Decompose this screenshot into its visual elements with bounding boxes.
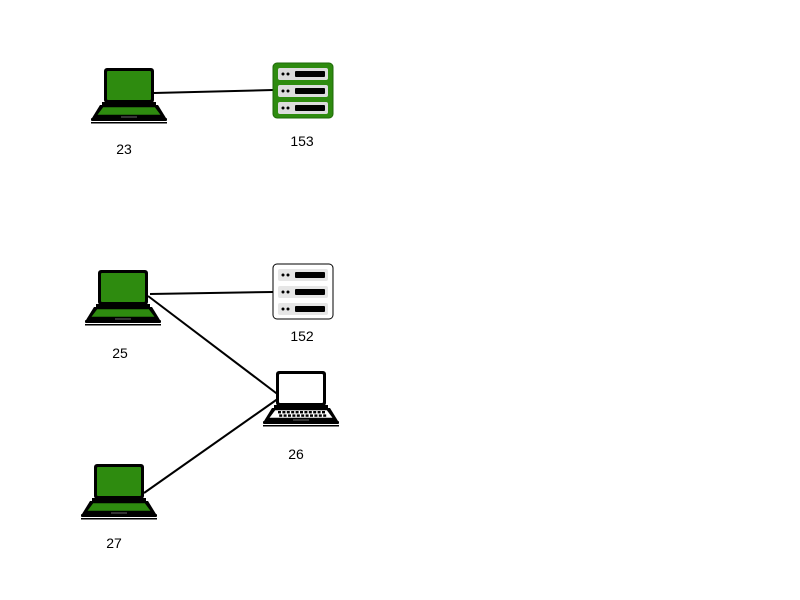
- connections: [143, 89, 281, 494]
- node-label-153: 153: [290, 133, 314, 149]
- node-label-26: 26: [288, 446, 304, 462]
- node-label-25: 25: [112, 345, 128, 361]
- laptop-icon[interactable]: [263, 371, 339, 427]
- laptop-icon[interactable]: [81, 464, 157, 520]
- link-25-26: [147, 295, 281, 397]
- server-icon[interactable]: [272, 62, 334, 119]
- link-27-26: [143, 397, 280, 494]
- node-label-23: 23: [116, 141, 132, 157]
- laptop-icon[interactable]: [91, 68, 167, 124]
- node-label-152: 152: [290, 328, 314, 344]
- link-25-152: [149, 291, 274, 295]
- laptop-icon[interactable]: [85, 270, 161, 326]
- link-23-153: [153, 89, 274, 94]
- server-icon[interactable]: [272, 263, 334, 320]
- node-label-27: 27: [106, 535, 122, 551]
- nodes: [81, 62, 339, 520]
